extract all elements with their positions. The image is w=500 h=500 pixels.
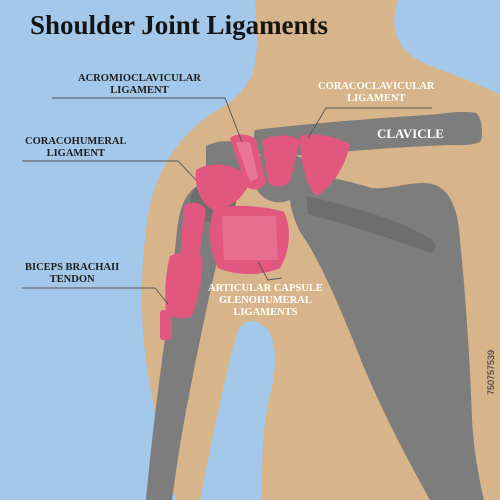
label-coracoclavicular-ligament: CORACOCLAVICULAR LIGAMENT (318, 81, 434, 105)
label-line: GLENOHUMERAL (219, 295, 312, 306)
label-line: LIGAMENT (347, 93, 406, 104)
label-line: BICEPS BRACHAII (25, 262, 120, 273)
humerus (146, 181, 234, 500)
label-line: LIGAMENTS (233, 307, 298, 318)
label-biceps-tendon: BICEPS BRACHAII TENDON (25, 262, 119, 286)
label-line: TENDON (49, 274, 95, 285)
label-line: LIGAMENT (46, 148, 105, 159)
label-line: CORACOHUMERAL (25, 136, 127, 147)
coracoclavicular-ligament-2 (300, 134, 350, 196)
biceps-tendon (165, 253, 203, 319)
label-line: LIGAMENT (110, 85, 169, 96)
acromioclavicular-ligament-light (236, 142, 258, 182)
label-clavicle: CLAVICLE (377, 126, 444, 141)
page-title: Shoulder Joint Ligaments (30, 10, 329, 40)
biceps-leader (22, 287, 169, 305)
biceps-tendon-strip (160, 310, 172, 340)
capsule-leader (257, 261, 283, 281)
scapula-spine (306, 196, 436, 253)
coracoclavicular-ligament (262, 135, 300, 187)
scapula (289, 176, 484, 500)
ligaments (160, 134, 350, 340)
articular-capsule-shade (222, 216, 278, 260)
label-articular-capsule: ARTICULAR CAPSULE GLENOHUMERAL LIGAMENTS (208, 283, 323, 319)
label-coracohumeral-ligament: CORACOHUMERAL LIGAMENT (25, 136, 127, 160)
articular-capsule (209, 205, 289, 274)
label-acromioclavicular-ligament: ACROMIOCLAVICULAR LIGAMENT (78, 73, 201, 97)
leader-lines (22, 97, 432, 305)
label-line: ARTICULAR CAPSULE (208, 283, 323, 294)
coracohumeral-ligament (195, 164, 250, 210)
label-line: CORACOCLAVICULAR (318, 81, 435, 92)
acromioclavicular-leader (52, 97, 243, 143)
stock-id: 750757539 (486, 349, 496, 395)
coracoclavicular-leader (307, 107, 432, 139)
coracohumeral-leader (22, 160, 197, 181)
label-line: ACROMIOCLAVICULAR (78, 73, 201, 84)
